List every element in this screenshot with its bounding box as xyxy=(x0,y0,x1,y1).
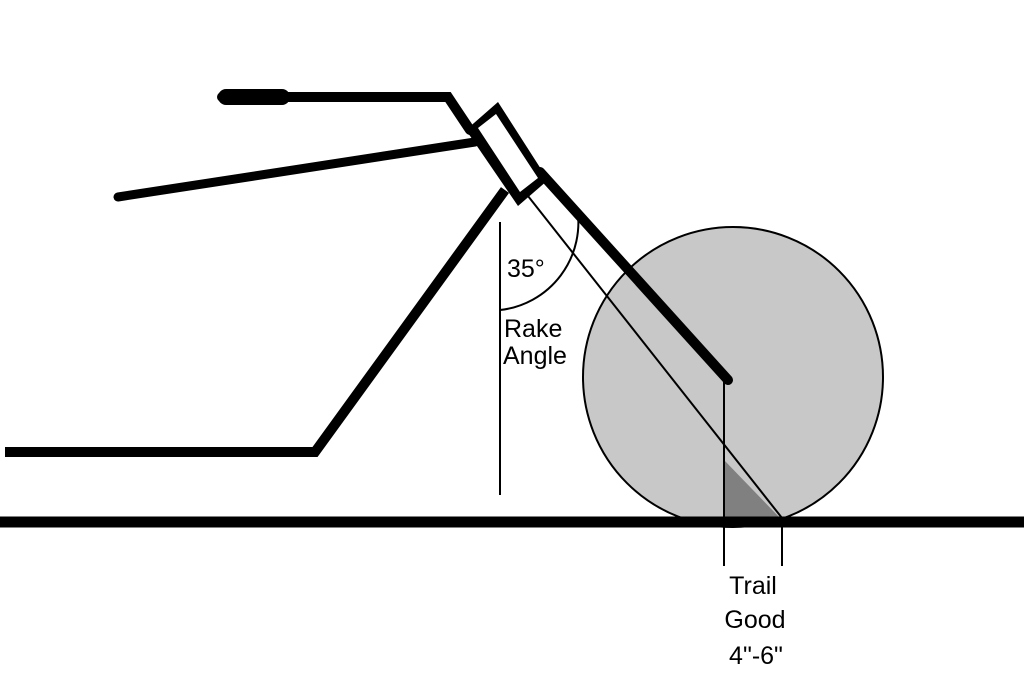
steering-head-window xyxy=(478,114,538,192)
rake-label-line1: Rake xyxy=(504,315,562,343)
trail-label-line2: Good xyxy=(724,606,785,634)
rake-angle-arc xyxy=(499,206,580,311)
trail-label-line1: Trail xyxy=(729,572,777,600)
steering-axis-line xyxy=(527,195,783,519)
trail-shaded-area xyxy=(724,460,780,518)
handlebar-grip xyxy=(218,89,290,105)
rake-angle-value: 35° xyxy=(507,255,545,283)
front-fork xyxy=(535,167,733,385)
rake-label-line2: Angle xyxy=(503,342,567,370)
trail-label-line3: 4"-6" xyxy=(729,642,783,670)
handlebar xyxy=(217,92,475,135)
frame-lower-rail xyxy=(5,187,510,457)
frame-top-tube xyxy=(113,137,480,202)
